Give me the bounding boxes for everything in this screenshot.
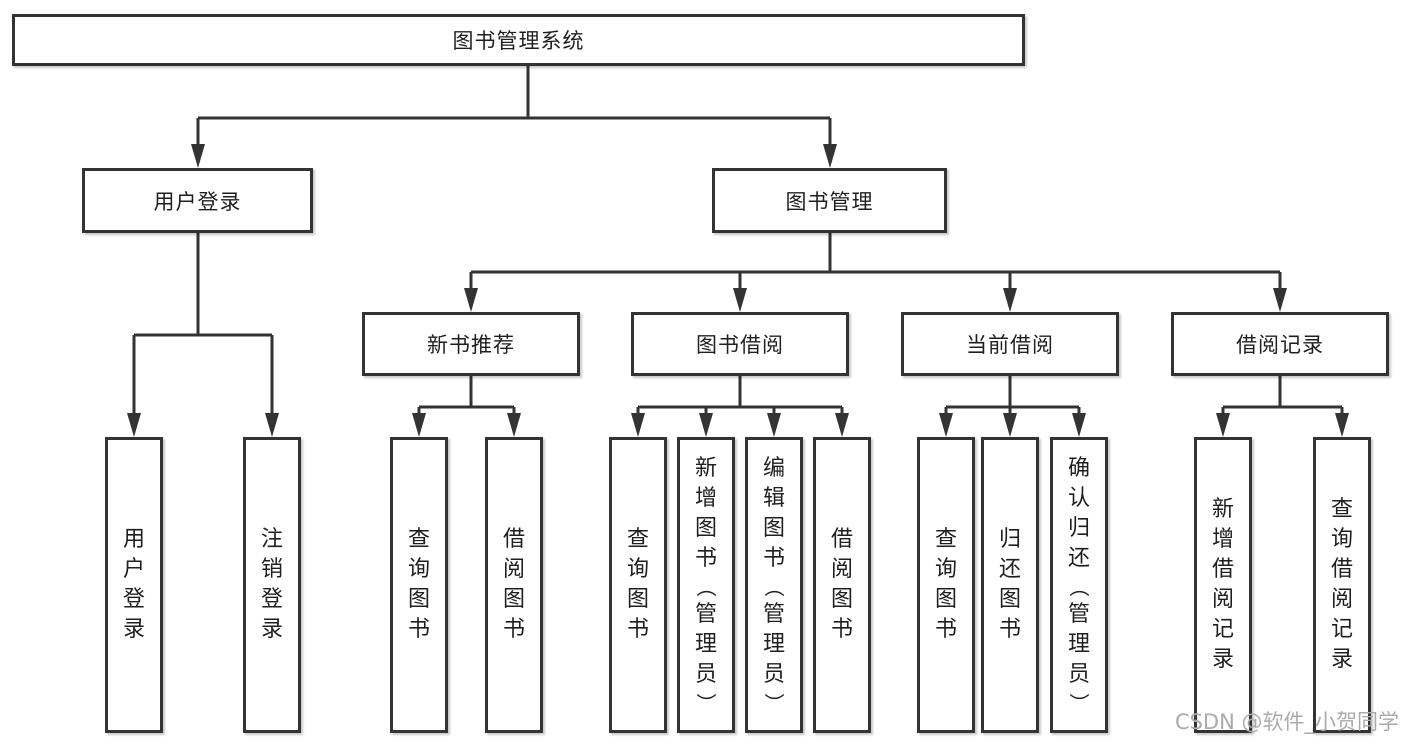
leaf-user-login: 用户登录 — [105, 437, 163, 733]
node-book-borrow: 图书借阅 — [631, 312, 849, 376]
arrowhead — [1216, 413, 1230, 437]
arrowhead — [835, 413, 849, 437]
leaf-query-books-borrow-label: 查询图书 — [626, 527, 649, 642]
leaf-query-books-recommend-label: 查询图书 — [407, 527, 430, 642]
leaf-query-books-current-label: 查询图书 — [934, 527, 957, 642]
arrowhead — [191, 144, 205, 168]
connector-user-login-split — [127, 233, 279, 437]
leaf-borrow-books: 借阅图书 — [813, 437, 871, 733]
node-user-login-label: 用户登录 — [153, 189, 242, 214]
node-book-borrow-label: 图书借阅 — [696, 333, 784, 357]
leaf-user-login-label: 用户登录 — [122, 527, 145, 642]
connector-new-book-split — [412, 376, 521, 437]
node-book-mgmt-label: 图书管理 — [785, 189, 874, 214]
connector-book-mgmt-split — [464, 233, 1287, 312]
leaf-query-borrow-record: 查询借阅记录 — [1313, 437, 1371, 733]
arrowhead — [1335, 413, 1349, 437]
node-borrow-records-label: 借阅记录 — [1236, 333, 1324, 357]
node-borrow-records: 借阅记录 — [1171, 312, 1389, 376]
arrowhead — [1273, 288, 1287, 312]
arrowhead — [939, 413, 953, 437]
node-new-book-recommend-label: 新书推荐 — [427, 333, 515, 357]
arrowhead — [767, 413, 781, 437]
node-book-mgmt: 图书管理 — [712, 168, 947, 233]
leaf-query-books-recommend: 查询图书 — [390, 437, 448, 733]
arrowhead — [1072, 413, 1086, 437]
leaf-query-books-borrow: 查询图书 — [609, 437, 667, 733]
node-current-borrow-label: 当前借阅 — [966, 333, 1054, 357]
connector-borrow-record-split — [1216, 376, 1349, 437]
connector-current-borrow-split — [939, 376, 1086, 437]
leaf-confirm-return-admin: 确认归还（管理员） — [1050, 437, 1108, 733]
arrowhead — [464, 288, 478, 312]
leaf-add-borrow-record: 新增借阅记录 — [1194, 437, 1252, 733]
arrowhead — [507, 413, 521, 437]
leaf-add-books-admin-label: 新增图书（管理员） — [694, 456, 718, 713]
arrowhead — [1003, 413, 1017, 437]
leaf-confirm-return-admin-label: 确认归还（管理员） — [1067, 456, 1091, 713]
leaf-logout-label: 注销登录 — [260, 527, 283, 642]
arrowhead — [1003, 288, 1017, 312]
arrowhead — [733, 288, 747, 312]
connector-root-split — [191, 66, 837, 168]
arrowhead — [127, 413, 141, 437]
arrowhead — [265, 413, 279, 437]
leaf-borrow-books-recommend: 借阅图书 — [485, 437, 543, 733]
leaf-edit-books-admin: 编辑图书（管理员） — [745, 437, 803, 733]
arrowhead — [699, 413, 713, 437]
leaf-query-borrow-record-label: 查询借阅记录 — [1330, 497, 1353, 672]
leaf-borrow-books-recommend-label: 借阅图书 — [502, 527, 525, 642]
leaf-return-books: 归还图书 — [981, 437, 1039, 733]
leaf-add-borrow-record-label: 新增借阅记录 — [1211, 497, 1234, 672]
node-root: 图书管理系统 — [12, 14, 1025, 66]
arrowhead — [412, 413, 426, 437]
connector-book-borrow-split — [631, 376, 849, 437]
leaf-borrow-books-label: 借阅图书 — [830, 527, 853, 642]
leaf-query-books-current: 查询图书 — [917, 437, 975, 733]
node-current-borrow: 当前借阅 — [901, 312, 1119, 376]
node-user-login: 用户登录 — [82, 168, 313, 233]
arrowhead — [631, 413, 645, 437]
leaf-logout: 注销登录 — [243, 437, 301, 733]
leaf-return-books-label: 归还图书 — [998, 527, 1021, 642]
node-root-label: 图书管理系统 — [452, 29, 585, 53]
node-new-book-recommend: 新书推荐 — [362, 312, 580, 376]
arrowhead — [823, 144, 837, 168]
leaf-edit-books-admin-label: 编辑图书（管理员） — [762, 456, 786, 713]
leaf-add-books-admin: 新增图书（管理员） — [677, 437, 735, 733]
csdn-watermark: CSDN @软件_小贺同学 — [1174, 710, 1399, 734]
